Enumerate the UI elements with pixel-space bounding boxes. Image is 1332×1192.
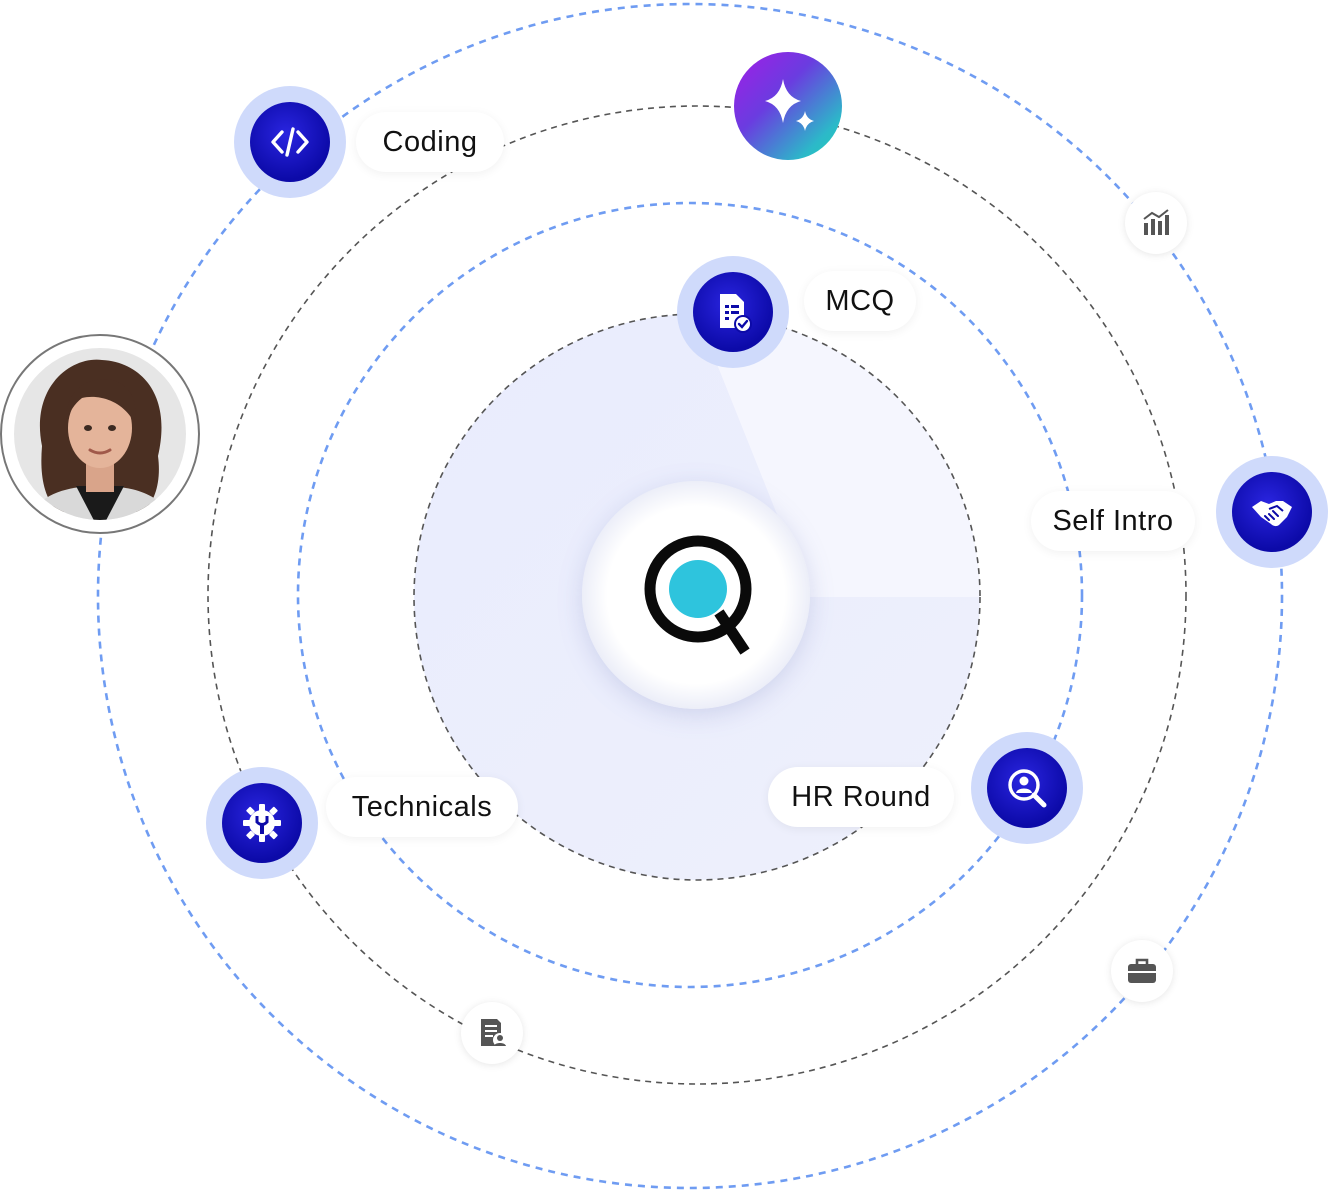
- orbit-ring-2: [296, 201, 1084, 989]
- handshake-icon: [1252, 501, 1292, 527]
- sparkle-icon: [765, 79, 814, 131]
- q-logo-icon: [644, 535, 752, 655]
- hr-round-button[interactable]: [987, 748, 1067, 828]
- handshake-button[interactable]: [1232, 472, 1312, 552]
- technicals-label: Technicals: [326, 777, 518, 837]
- job-icon-node: [1111, 940, 1173, 1002]
- core-disc-highlight: [697, 314, 980, 597]
- resume-icon: [481, 1019, 507, 1047]
- briefcase-icon: [1128, 958, 1156, 983]
- orbit-ring-3: [207, 105, 1187, 1085]
- self-intro-label: Self Intro: [1031, 491, 1195, 551]
- resume-icon-node: [461, 1002, 523, 1064]
- stats-icon-node: [1125, 192, 1187, 254]
- mcq-label: MCQ: [804, 271, 916, 331]
- coding-button[interactable]: [250, 102, 330, 182]
- center-logo: [612, 511, 780, 679]
- gear-wrench-icon: [243, 804, 281, 842]
- technicals-button[interactable]: [222, 783, 302, 863]
- avatar: [0, 334, 200, 534]
- bar-chart-icon: [1143, 209, 1169, 235]
- user-search-icon: [1008, 769, 1047, 808]
- ai-sparkle-button[interactable]: [734, 52, 842, 160]
- coding-label: Coding: [356, 112, 504, 172]
- candidate-portrait: [14, 348, 186, 520]
- document-check-icon: [720, 294, 752, 333]
- code-icon: [271, 127, 309, 157]
- hr-round-label: HR Round: [768, 767, 954, 827]
- mcq-button[interactable]: [693, 272, 773, 352]
- orbit-ring-4: [96, 2, 1284, 1190]
